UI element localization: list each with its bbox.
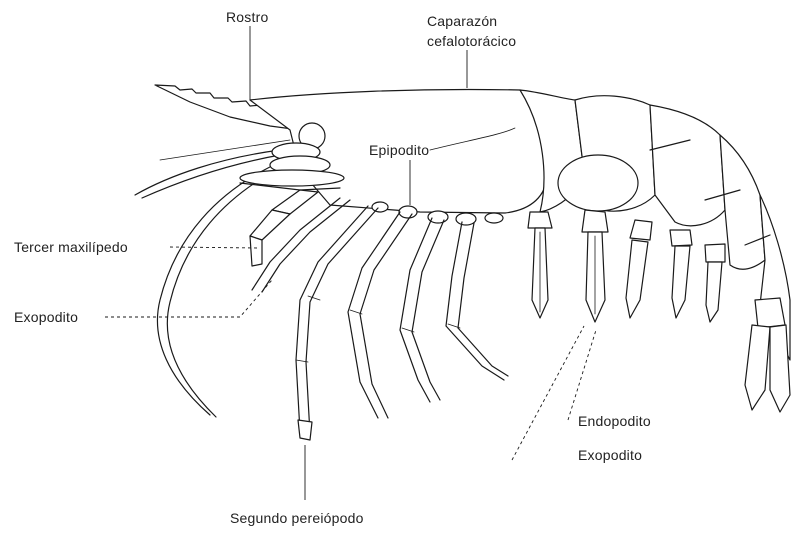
abdomen <box>520 90 790 360</box>
exopodito-right-leader <box>512 326 584 460</box>
label-segundo-pereiopodo: Segundo pereiópodo <box>230 510 364 526</box>
label-exopodito-left: Exopodito <box>14 309 78 325</box>
tercer-maxilipedo-leader <box>170 247 258 248</box>
label-caparazon-line2: cefalotorácico <box>427 33 516 49</box>
exopodito-left-leader <box>105 280 272 317</box>
third-maxilliped <box>250 190 318 266</box>
label-rostro: Rostro <box>226 9 268 25</box>
label-caparazon-line1: Caparazón <box>427 13 497 29</box>
label-epipodito: Epipodito <box>369 142 429 158</box>
pereiopods <box>252 198 508 440</box>
endopodito-leader <box>568 330 596 420</box>
label-exopodito-right: Exopodito <box>578 447 642 463</box>
label-endopodito: Endopodito <box>578 413 651 429</box>
labels: Rostro Caparazón cefalotorácico Epipodit… <box>14 9 651 526</box>
label-tercer-maxilipedo: Tercer maxilípedo <box>14 239 128 255</box>
